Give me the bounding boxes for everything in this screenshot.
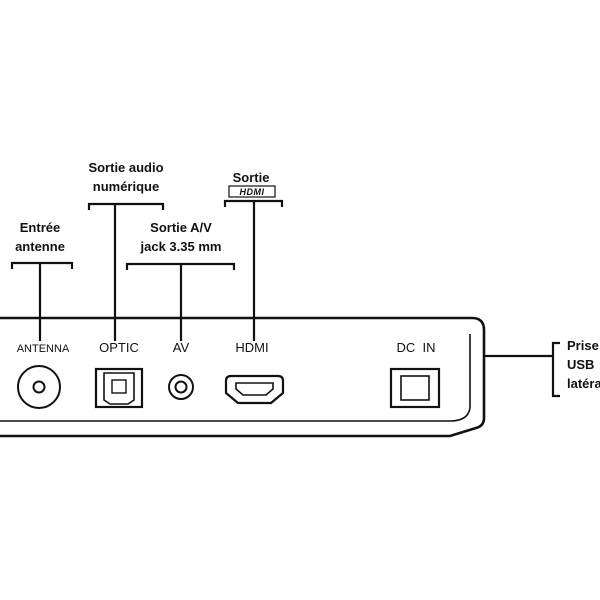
port-label-optic: OPTIC — [99, 340, 139, 355]
callout-av-line1: Sortie A/V — [150, 220, 212, 235]
port-label-hdmi: HDMI — [235, 340, 268, 355]
callout-hdmi-out: Sortie HDMI — [223, 170, 284, 341]
callout-antenna-line1: Entrée — [20, 220, 60, 235]
hdmi-logo-icon: HDMI — [228, 185, 276, 198]
callout-optic-line2: numérique — [93, 179, 159, 194]
hdmi-port — [224, 374, 285, 405]
antenna-port — [17, 365, 61, 409]
callout-usb-line1: Prise — [567, 338, 599, 353]
callout-antenna-line2: antenne — [15, 239, 65, 254]
callout-av-out: Sortie A/V jack 3.35 mm — [125, 220, 236, 341]
dc-in-port — [389, 367, 441, 409]
port-label-antenna: ANTENNA — [17, 343, 70, 355]
hdmi-logo-text: HDMI — [240, 187, 265, 197]
callout-usb-line3: latéra — [567, 376, 600, 391]
port-label-dc-in: DC IN — [397, 340, 436, 355]
device-body — [0, 316, 486, 438]
av-jack-port — [168, 374, 194, 400]
callout-optic-out: Sortie audio numérique — [87, 160, 165, 341]
callout-usb-side: Prise USB latéra — [485, 338, 600, 398]
callout-av-line2: jack 3.35 mm — [140, 239, 222, 254]
callout-antenna-in: Entrée antenne — [10, 220, 74, 341]
callout-usb-line2: USB — [567, 357, 594, 372]
optic-port — [94, 367, 144, 409]
callout-optic-line1: Sortie audio — [88, 160, 163, 175]
port-label-av: AV — [173, 340, 190, 355]
callout-hdmi-line1: Sortie — [233, 170, 270, 185]
